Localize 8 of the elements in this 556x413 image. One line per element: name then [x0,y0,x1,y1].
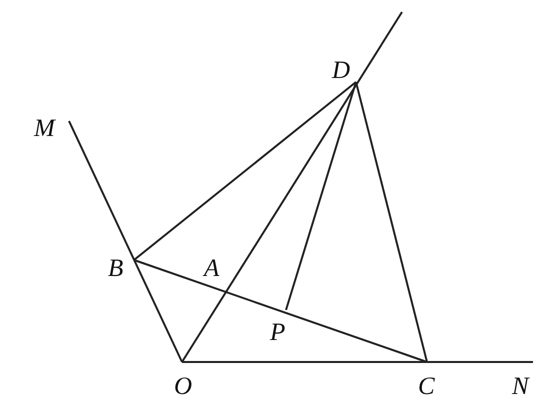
point-label: N [512,374,529,399]
point-label: B [108,256,124,281]
point-label: O [174,374,192,399]
point-label: P [270,320,286,345]
point-label: M [34,116,55,141]
point-label: C [418,374,435,399]
point-label: A [204,256,220,281]
point-label: D [332,58,350,83]
